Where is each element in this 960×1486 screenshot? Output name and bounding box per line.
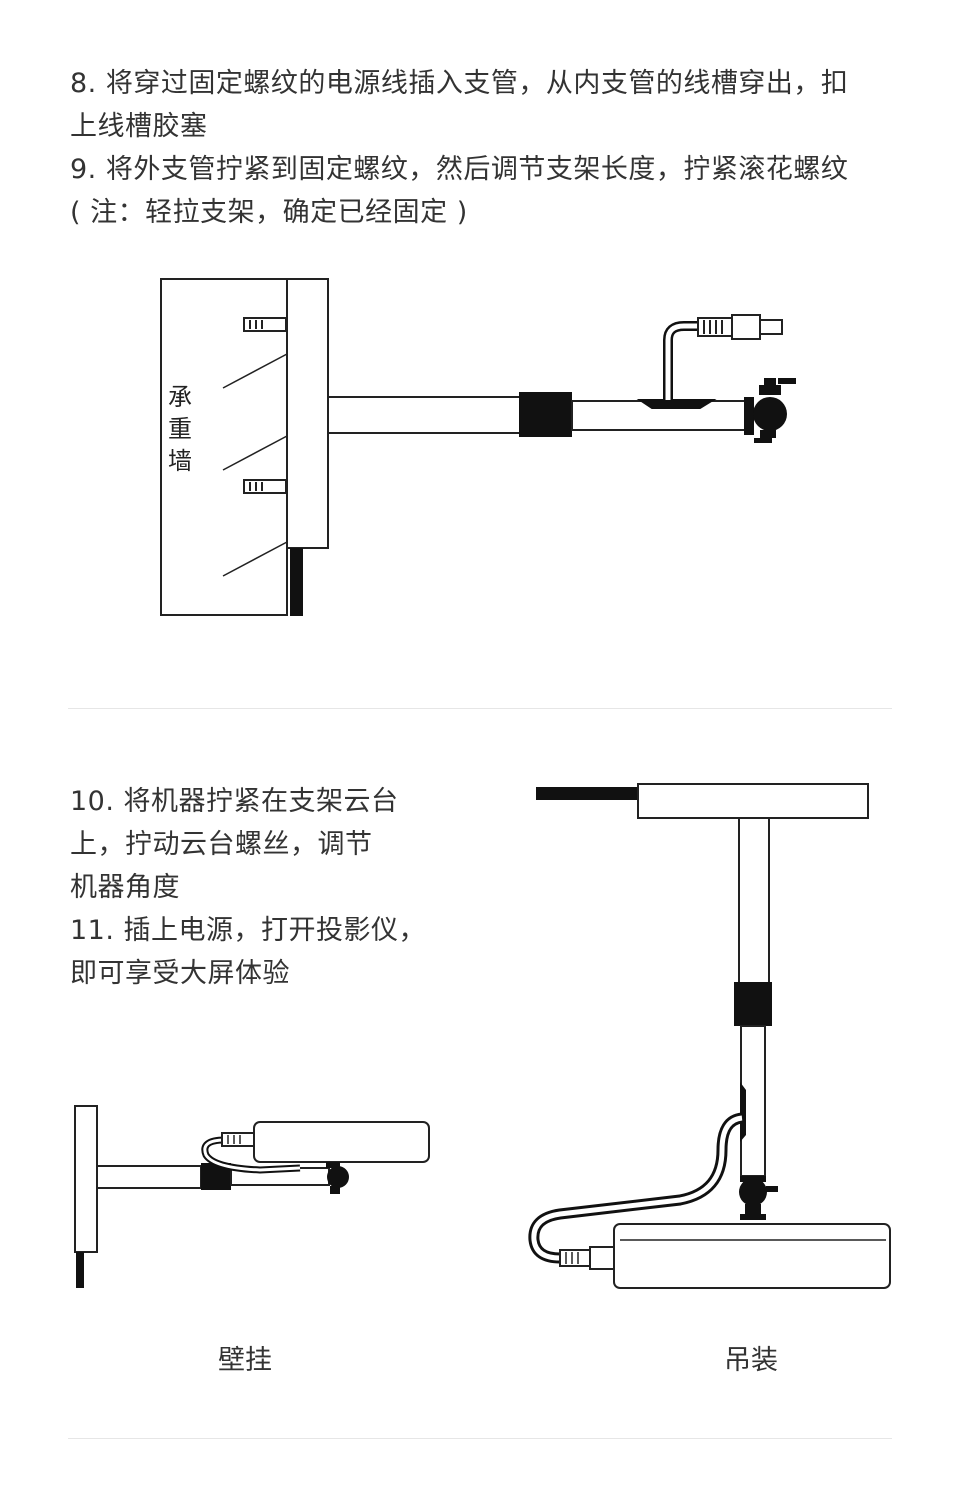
step-line: 上线槽胶塞 bbox=[70, 111, 208, 142]
wall-plate bbox=[74, 1105, 98, 1253]
ball-head-mount bbox=[744, 378, 796, 443]
wall-anchor-bottom bbox=[243, 479, 287, 494]
dc-plug bbox=[697, 314, 783, 340]
step-line: ( 注：轻拉支架，确定已经固定 ) bbox=[70, 197, 468, 228]
section-divider bbox=[68, 1438, 892, 1439]
step-line: 9. 将外支管拧紧到固定螺纹，然后调节支架长度，拧紧滚花螺纹 bbox=[70, 154, 849, 185]
step-line: 11. 插上电源，打开投影仪， bbox=[70, 915, 427, 946]
ceiling-mount-projector-diagram bbox=[528, 783, 891, 1289]
step-line: 上，拧动云台螺丝，调节 bbox=[70, 829, 373, 860]
projector bbox=[253, 1121, 430, 1163]
power-cable bbox=[536, 787, 638, 800]
wall-mount-projector-diagram bbox=[74, 1105, 430, 1288]
section-divider bbox=[68, 708, 892, 709]
power-cable bbox=[76, 1252, 84, 1288]
caption-wall-mount: 壁挂 bbox=[218, 1345, 272, 1376]
steps-10-11-text: 10. 将机器拧紧在支架云台 上，拧动云台螺丝，调节 机器角度 11. 插上电源… bbox=[70, 780, 470, 995]
wall-label-char: 墙 bbox=[168, 447, 192, 475]
wall-anchor-top bbox=[243, 317, 287, 332]
wall-label-char: 承 bbox=[168, 383, 192, 411]
caption-ceiling-mount: 吊装 bbox=[724, 1345, 778, 1376]
ball-head-mount bbox=[739, 1176, 778, 1220]
steps-8-9-text: 8. 将穿过固定螺纹的电源线插入支管，从内支管的线槽穿出，扣 上线槽胶塞 9. … bbox=[70, 62, 900, 234]
step-line: 8. 将穿过固定螺纹的电源线插入支管，从内支管的线槽穿出，扣 bbox=[70, 68, 849, 99]
wall-mount-diagram: 承 重 墙 bbox=[160, 278, 796, 616]
ceiling-plate bbox=[637, 783, 869, 819]
ball-head-mount bbox=[327, 1166, 349, 1188]
step-line: 10. 将机器拧紧在支架云台 bbox=[70, 786, 399, 817]
outer-tube bbox=[327, 396, 521, 434]
projector bbox=[613, 1223, 891, 1289]
outer-tube bbox=[96, 1165, 202, 1189]
wall-label-char: 重 bbox=[168, 415, 192, 443]
knurled-nut bbox=[734, 982, 772, 1026]
outer-tube bbox=[738, 817, 770, 984]
power-cable bbox=[290, 548, 303, 616]
step-line: 即可享受大屏体验 bbox=[70, 958, 290, 989]
mounting-plate bbox=[286, 278, 329, 549]
knurled-nut bbox=[519, 392, 572, 437]
step-line: 机器角度 bbox=[70, 872, 180, 903]
